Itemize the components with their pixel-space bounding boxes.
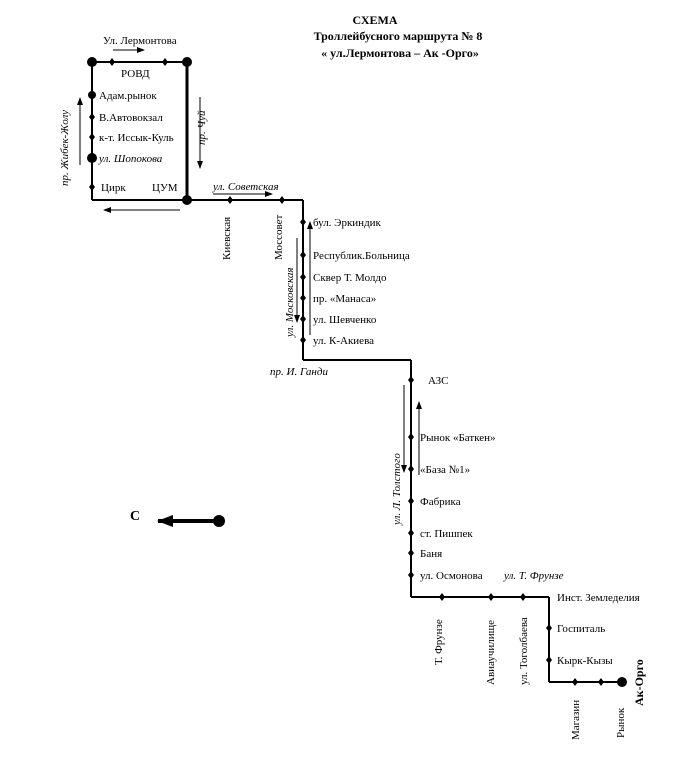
stop-skver: Сквер Т. Молдо <box>313 272 387 284</box>
stop-rynok: Рынок <box>615 707 627 738</box>
stop-gospital: Госпиталь <box>557 623 605 635</box>
stop-banya: Баня <box>420 548 442 560</box>
street-gandi: пр. И. Ганди <box>270 366 328 378</box>
route-line <box>91 61 622 683</box>
stop-togolbaeva: ул. Тоголбаева <box>518 617 530 685</box>
street-t-frunze: ул. Т. Фрунзе <box>503 570 564 582</box>
stop-osmonova: ул. Осмонова <box>420 570 483 582</box>
stop-batken: Рынок «Баткен» <box>420 432 496 444</box>
street-moskovskaya: ул. Московская <box>284 268 296 339</box>
stop-kyrk-kyzy: Кырк-Кызы <box>557 655 613 667</box>
stop-shevchenko: ул. Шевченко <box>313 314 377 326</box>
compass-label: С <box>130 509 140 524</box>
street-lermontova: Ул. Лермонтова <box>103 35 177 47</box>
stop-dot <box>88 91 96 99</box>
stop-akieva: ул. К-Акиева <box>313 335 374 347</box>
stop-aviauchilishe: Авиаучилище <box>485 620 497 685</box>
stop-magazin: Магазин <box>570 700 582 740</box>
stop-dot <box>87 153 97 163</box>
stop-rovd: РОВД <box>121 68 150 80</box>
stop-shopokova: ул. Шопокова <box>98 153 163 165</box>
stop-baza: «База №1» <box>420 464 470 476</box>
stop-pishpek: ст. Пишпек <box>420 528 473 540</box>
direction-arrows <box>77 47 422 475</box>
stop-tsum: ЦУМ <box>152 182 178 194</box>
stop-issyk-kul: к-т. Иссык-Куль <box>99 132 174 144</box>
stop-erkindik: бул. Эркиндик <box>313 217 382 229</box>
street-tolstogo: ул. Л. Толстого <box>391 453 403 526</box>
stop-markers <box>89 58 604 686</box>
street-zhibek-zholu: пр. Жибек-Жолу <box>59 110 71 186</box>
stop-ak-orgo: Ак-Орго <box>632 659 646 706</box>
terminal-dot <box>87 57 97 67</box>
terminal-dot <box>617 677 627 687</box>
stop-t-frunze: Т. Фрунзе <box>433 619 445 665</box>
stop-tsirk: Цирк <box>101 182 126 194</box>
stop-bolnitsa: Республик.Больница <box>313 250 410 262</box>
stop-zemledeliya: Инст. Земледелия <box>557 592 640 604</box>
title-line3: « ул.Лермонтова – Ак -Орго» <box>321 46 479 60</box>
street-sovetskaya: ул. Советская <box>212 181 279 193</box>
street-kievskaya: Киевская <box>221 217 233 260</box>
terminal-dot <box>182 195 192 205</box>
street-mossovet: Моссовет <box>273 214 285 260</box>
stop-avtovokzal: В.Автовокзал <box>99 112 163 124</box>
stop-manasa: пр. «Манаса» <box>313 293 376 305</box>
stop-azs: АЗС <box>428 375 449 387</box>
title-line1: СХЕМА <box>352 13 397 27</box>
terminal-dot <box>182 57 192 67</box>
stop-adam-rynok: Адам.рынок <box>99 90 157 102</box>
title-line2: Троллейбусного маршрута № 8 <box>314 29 483 43</box>
stop-fabrika: Фабрика <box>420 496 461 508</box>
street-chui: пр. Чуй <box>196 110 208 145</box>
compass-north: С <box>130 509 225 527</box>
